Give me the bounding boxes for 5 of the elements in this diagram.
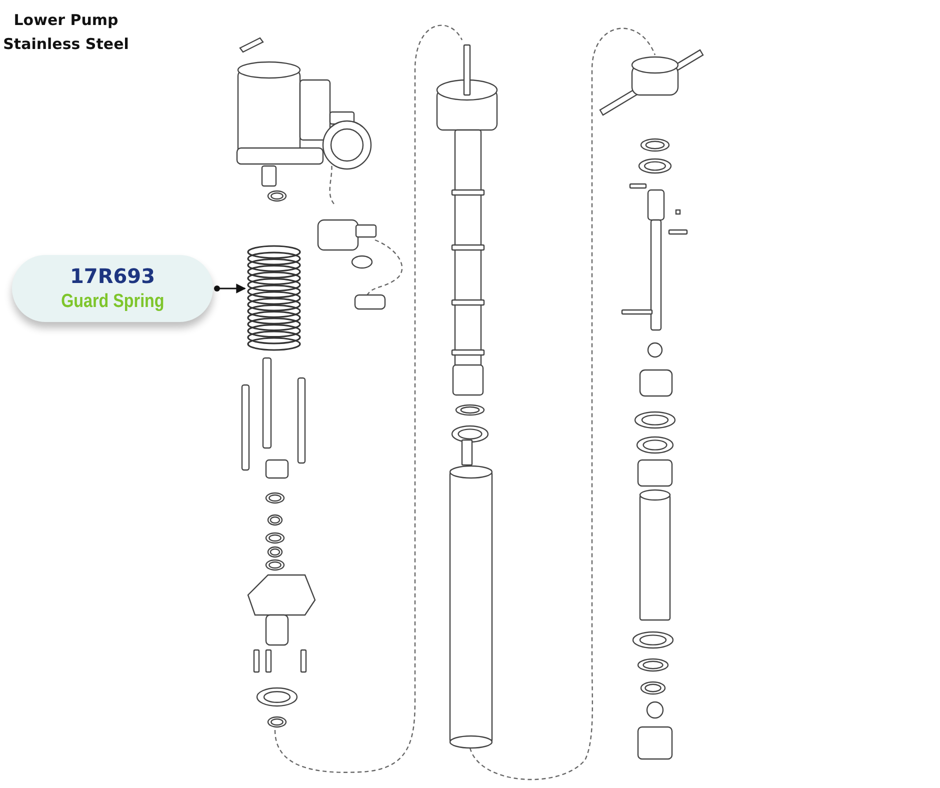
spring-drawing [246, 244, 302, 352]
callout-label [12, 255, 213, 322]
part-number: 17R693 [70, 262, 155, 288]
diagram-title: Lower Pump Stainless Steel [2, 10, 130, 55]
part-name: Guard Spring [60, 290, 164, 314]
